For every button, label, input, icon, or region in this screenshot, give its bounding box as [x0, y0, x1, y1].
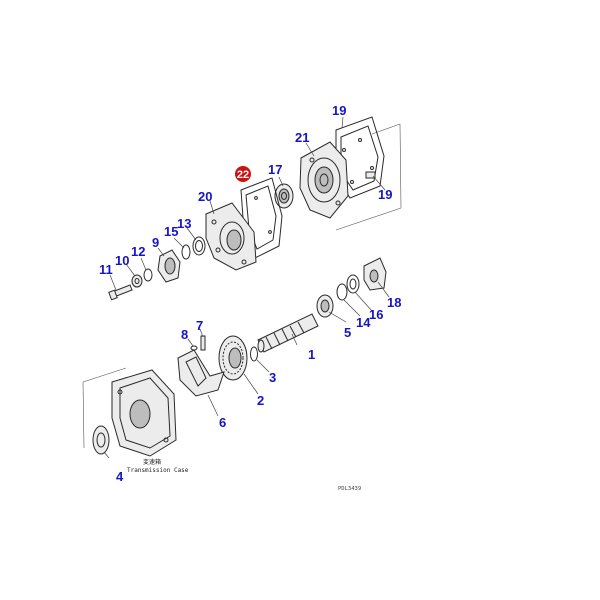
callout-3[interactable]: 3	[269, 370, 276, 385]
callout-20[interactable]: 20	[198, 189, 212, 204]
callout-17[interactable]: 17	[268, 162, 282, 177]
part-17-bearing	[274, 183, 294, 209]
callout-11[interactable]: 11	[99, 262, 113, 277]
callout-18[interactable]: 18	[387, 295, 401, 310]
part-10-nut	[131, 274, 143, 288]
callout-19-top[interactable]: 19	[332, 103, 346, 118]
callout-16[interactable]: 16	[369, 307, 383, 322]
part-14-ring	[336, 283, 348, 301]
part-16-ring	[346, 274, 360, 294]
leader-lines	[103, 116, 390, 459]
part-21-cover	[299, 141, 349, 219]
callout-10[interactable]: 10	[115, 253, 129, 268]
part-12-o-ring	[143, 268, 153, 282]
drawing-ref: PDL3439	[338, 486, 361, 492]
part-6-bracket	[177, 349, 225, 397]
callout-15[interactable]: 15	[164, 224, 178, 239]
callout-4[interactable]: 4	[116, 469, 124, 484]
callout-22[interactable]: 22	[237, 169, 249, 181]
callout-7[interactable]: 7	[196, 318, 203, 333]
callout-6[interactable]: 6	[219, 415, 226, 430]
part-7-bolt	[200, 335, 206, 351]
part-11-bolt	[108, 284, 133, 301]
part-15-ring	[181, 244, 191, 260]
part-4-seal	[92, 425, 110, 455]
part-1-shaft	[257, 313, 319, 353]
part-3-snap-ring	[250, 346, 258, 362]
callout-14[interactable]: 14	[356, 315, 371, 330]
callout-22-highlight[interactable]: 22	[234, 165, 252, 183]
highlight-badge	[234, 165, 252, 183]
callout-2[interactable]: 2	[257, 393, 264, 408]
boundary-line	[399, 123, 402, 209]
case-caption: Transmission Case	[127, 467, 189, 474]
case-caption-jp: 変速箱	[143, 458, 161, 466]
part-13-seal	[192, 236, 206, 256]
callout-5[interactable]: 5	[344, 325, 351, 340]
part-8-washer	[190, 345, 198, 351]
transmission-case	[82, 367, 177, 457]
callout-19-right[interactable]: 19	[378, 187, 392, 202]
callout-8[interactable]: 8	[181, 327, 188, 342]
boundary-line	[335, 207, 402, 231]
callout-21[interactable]: 21	[295, 130, 309, 145]
callout-12[interactable]: 12	[131, 244, 145, 259]
part-18-yoke	[363, 257, 387, 291]
part-2-gear	[218, 335, 248, 381]
part-20-housing	[205, 202, 257, 271]
part-9-coupling	[157, 249, 181, 283]
part-5-bearing	[316, 294, 334, 318]
callout-9[interactable]: 9	[152, 235, 159, 250]
callout-1[interactable]: 1	[308, 347, 315, 362]
callout-13[interactable]: 13	[177, 216, 191, 231]
